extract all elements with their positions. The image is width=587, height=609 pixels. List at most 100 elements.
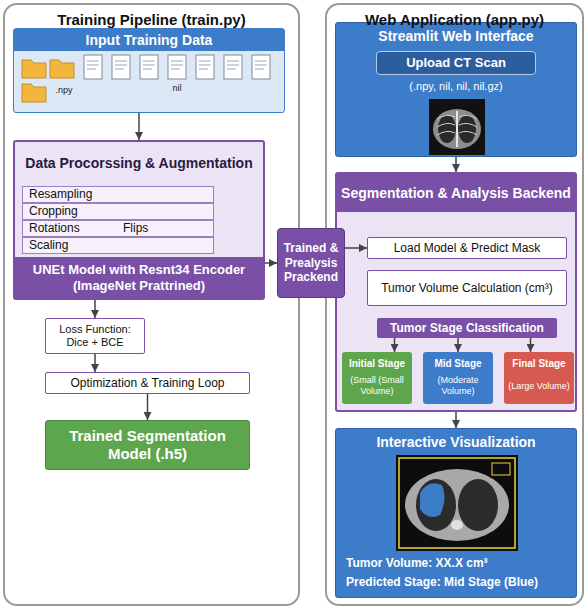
node-text-area: Interactive Visualization: [336, 432, 576, 452]
node-text: Interactive Visualization: [376, 434, 535, 451]
node-text-area: Mid Stage: [424, 357, 492, 371]
node-text: (Moderate Volume): [424, 375, 492, 397]
node-text-area: Trained & Prealysis Prackend: [281, 231, 341, 295]
node-text-area: Input Training Data: [14, 29, 284, 51]
flow-arrow: [94, 300, 96, 318]
node-text: Mid Stage: [434, 358, 481, 370]
node-text-area: Resampling: [29, 187, 207, 202]
classification-bar: Tumor Stage Classification: [377, 318, 557, 338]
flow-arrow: [147, 394, 149, 420]
node-text-area: Load Model & Predict Mask: [371, 240, 563, 256]
node-text-area: Tumor Volume: XX.X cm³: [346, 555, 566, 571]
node-text-area: Tumor Stage Classification: [380, 320, 554, 336]
stage-box: Initial Stage (Small (Small Volume): [342, 352, 412, 404]
node-text: Scaling: [29, 238, 68, 252]
webapp-panel: Web Application (app.py) Streamlit Web I…: [325, 3, 584, 606]
file-label: nil: [172, 83, 181, 94]
processing-block: Data Procorssing & AugmentationUNEt Mode…: [13, 140, 265, 300]
stage-box: Final Stage (Large Volume): [504, 352, 574, 404]
handoff-box: Trained & Prealysis Prackend: [277, 228, 345, 298]
flow-arrow: [455, 412, 457, 428]
backend-block: Segmentation & Analysis BackendLoad Mode…: [335, 172, 577, 412]
node-text: Web Application (app.py): [365, 11, 544, 29]
node-text-area: Flips: [123, 221, 203, 236]
node-text-area: (Moderate Volume): [424, 372, 492, 400]
flow-arrow: [530, 338, 532, 352]
model-output-box: Trained Segmentation Model (.h5): [45, 420, 250, 470]
node-text-area: Training Pipeline (train.py): [11, 10, 292, 30]
process-box: Loss Function: Dice + BCE: [45, 318, 145, 354]
node-text: Upload CT Scan: [406, 55, 506, 71]
node-text: Load Model & Predict Mask: [394, 241, 541, 255]
node-text: Tumor Stage Classification: [390, 321, 544, 335]
process-box: Optimization & Training Loop: [45, 372, 250, 394]
node-text: Cropping: [29, 204, 78, 218]
flow-arrow: [457, 338, 459, 352]
file-label-area: nil: [164, 82, 190, 94]
node-text: (Small (Small Volume): [343, 375, 411, 397]
node-text: Tumor Volume: XX.X cm³: [346, 556, 488, 570]
flow-arrow: [394, 338, 396, 352]
flow-arrow: [94, 354, 96, 372]
stage-box: Mid Stage (Moderate Volume): [423, 352, 493, 404]
flow-arrow: [455, 157, 457, 172]
augment-row: Cropping: [22, 203, 214, 220]
node-text-area: Tumor Volume Calculation (cm³): [371, 273, 563, 303]
node-text: Final Stage: [512, 358, 565, 370]
node-text: Resampling: [29, 187, 92, 201]
node-text: Segmentation & Analysis Backend: [341, 185, 571, 202]
node-text-area: Segmentation & Analysis Backend: [337, 174, 575, 212]
augment-row: Resampling: [22, 186, 214, 203]
node-text-area: Loss Function: Dice + BCE: [49, 321, 141, 351]
node-text: Initial Stage: [349, 358, 405, 370]
node-text: Training Pipeline (train.py): [57, 11, 245, 29]
node-text-area: Data Procorssing & Augmentation: [19, 144, 259, 182]
node-text: Tumor Volume Calculation (cm³): [381, 281, 553, 295]
node-text-area: (Large Volume): [505, 372, 573, 400]
process-box: Load Model & Predict Mask: [367, 237, 567, 259]
node-text-area: Optimization & Training Loop: [49, 375, 246, 391]
flow-arrow: [345, 247, 367, 249]
node-text-area: Predicted Stage: Mid Stage (Blue): [346, 574, 566, 590]
node-text: Data Procorssing & Augmentation: [25, 155, 252, 172]
node-text: Rotations: [29, 221, 80, 235]
node-text-area: Rotations: [29, 221, 115, 236]
node-text-area: Web Application (app.py): [331, 10, 578, 30]
node-text: Predicted Stage: Mid Stage (Blue): [346, 575, 538, 589]
augment-row: Rotations Flips: [22, 220, 214, 237]
node-text: (Large Volume): [508, 381, 570, 392]
flow-arrow: [138, 113, 140, 140]
node-text: Trained & Prealysis Prackend: [281, 241, 341, 284]
node-text-area: Scaling: [29, 238, 207, 253]
file-label-area: .npy: [48, 84, 80, 96]
interface-box: Streamlit Web Interface (.npy, nil, nil, …: [335, 22, 577, 157]
node-text: Input Training Data: [86, 32, 213, 49]
file-icons: [14, 51, 282, 109]
node-text-area: Initial Stage: [343, 357, 411, 371]
node-text-area: Upload CT Scan: [380, 54, 532, 72]
file-label: .npy: [55, 85, 72, 96]
node-text-area: Cropping: [29, 204, 207, 219]
node-text: Streamlit Web Interface: [378, 28, 533, 45]
process-box: Tumor Volume Calculation (cm³): [367, 270, 567, 306]
node-text: Trained Segmentation Model (.h5): [49, 427, 246, 463]
input-data-box: Input Training Data: [13, 28, 285, 113]
node-text-area: (Small (Small Volume): [343, 372, 411, 400]
node-text: Optimization & Training Loop: [70, 376, 224, 390]
upload-button: Upload CT Scan: [376, 51, 536, 75]
visualization-box: Interactive VisualizationTumor Volume: X…: [335, 428, 577, 598]
segmentation-overlay: [396, 455, 518, 551]
node-text: Flips: [123, 221, 148, 235]
node-text-area: Trained Segmentation Model (.h5): [49, 423, 246, 467]
ct-scan-thumbnail: [429, 99, 485, 155]
node-text: UNEt Model with Resnt34 Encoder (ImageNe…: [15, 262, 263, 293]
augment-row: Scaling: [22, 237, 214, 254]
node-text: (.npy, nil, nil, nil.gz): [409, 80, 502, 93]
pipeline-panel: Training Pipeline (train.py) Input Train…: [3, 3, 300, 606]
flow-arrow: [265, 262, 277, 264]
node-text-area: (.npy, nil, nil, nil.gz): [346, 79, 566, 95]
node-text-area: Streamlit Web Interface: [336, 26, 576, 46]
node-text-area: Final Stage: [505, 357, 573, 371]
node-text-area: UNEt Model with Resnt34 Encoder (ImageNe…: [15, 257, 263, 298]
node-text: Loss Function: Dice + BCE: [49, 323, 141, 349]
